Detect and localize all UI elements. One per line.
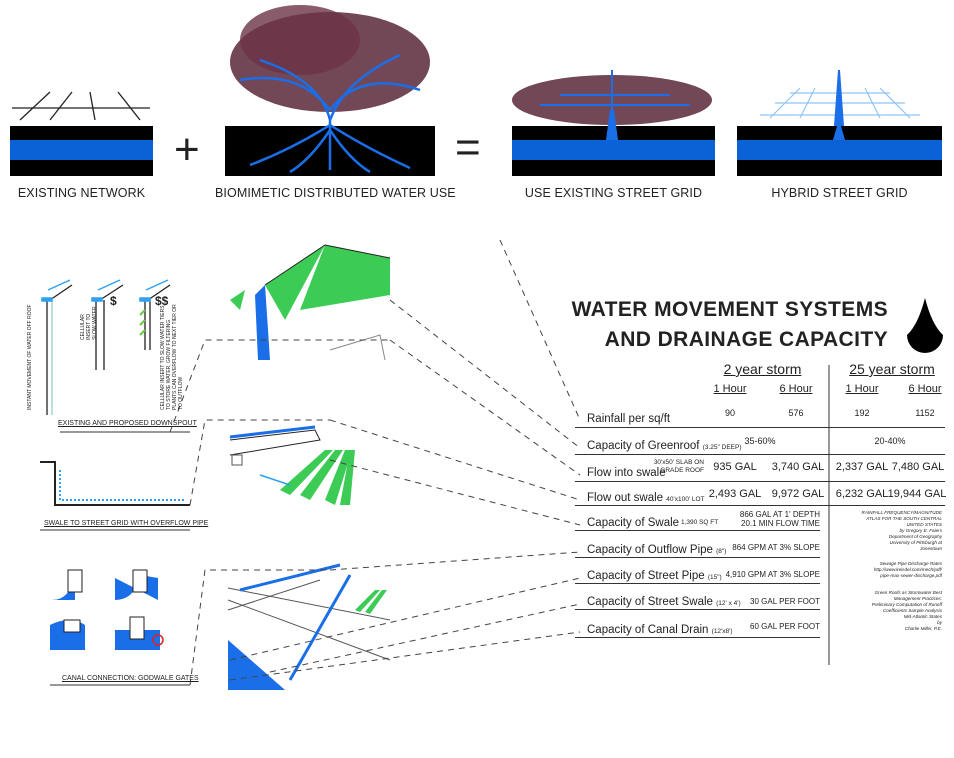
cell: 6,232 GAL [835,488,889,500]
header-2-year-storm: 2 year storm [723,361,802,377]
cell: 1152 [915,408,935,418]
row-label: Capacity of Street Swale [587,596,713,608]
row-note: (3.25" DEEP) [702,444,742,451]
swale-street-drawing [229,425,355,505]
cell: 864 GPM AT 3% SLOPE [732,543,820,552]
dashed-leader-lines [169,239,581,686]
row-note: 40'x100' LOT [666,496,705,503]
cell: 30 GAL PER FOOT [750,597,820,606]
row-label: Capacity of Outflow Pipe [587,544,713,556]
header-duration: 6 Hour [779,383,813,395]
title-line-2: AND DRAINAGE CAPACITY [604,328,888,351]
row-note: 1,390 SQ FT [681,519,719,526]
header-duration: 6 Hour [908,383,942,395]
cell: 2,493 GAL [708,488,762,500]
existing-network-panel [10,91,153,176]
swale-drawing [40,461,190,531]
downspout-note: INSTANT MOVEMENT OF WATER OFF ROOF [27,304,33,410]
cell: 4,910 GPM AT 3% SLOPE [725,570,820,579]
greenroof-drawing [230,244,391,361]
row-note: (8") [716,548,727,555]
swale-caption: SWALE TO STREET GRID WITH OVERFLOW PIPE [44,520,209,527]
row-note: 30'x50' SLAB ON GRADE ROOF [653,459,704,474]
row-label: Capacity of Canal Drain [587,624,709,636]
row-label: Capacity of Greenroof [587,440,700,452]
row-note: (15") [707,574,722,581]
caption-hybrid-street-grid: HYBRID STREET GRID [771,186,908,200]
caption-existing-street-grid: USE EXISTING STREET GRID [524,186,703,200]
cost-mark: $ [110,294,117,308]
citation: RAINFALL FREQUENCY/MAGNITUDE ATLAS FOR T… [861,510,943,551]
cell: 7,480 GAL [891,461,945,473]
cell: 935 GAL [713,461,757,473]
cell: 20-40% [874,436,906,446]
downspout-caption: EXISTING AND PROPOSED DOWNSPOUT [58,420,197,427]
canal-caption: CANAL CONNECTION: GODWALE GATES [62,675,199,682]
canal-gates-drawing [50,569,190,686]
row-note: (12' x 4') [716,600,741,607]
row-label: Flow out swale [587,492,664,504]
cell: 20.1 MIN FLOW TIME [741,519,820,528]
title-line-1: WATER MOVEMENT SYSTEMS [571,298,888,321]
cell: 192 [854,408,870,418]
water-drop-icon [907,298,943,353]
row-label: Flow into swale [587,467,666,479]
cell: 60 GAL PER FOOT [750,622,820,631]
row-note: (12'x8') [711,628,733,635]
cost-mark: $$ [155,294,169,308]
caption-biomimetic: BIOMIMETIC DISTRIBUTED WATER USE [215,186,456,200]
hybrid-street-grid-panel [737,70,942,176]
cell: 3,740 GAL [771,461,825,473]
header-25-year-storm: 25 year storm [849,361,935,377]
cell: 2,337 GAL [835,461,889,473]
row-label: Capacity of Street Pipe [587,570,705,582]
cell: 576 [788,408,804,418]
downspout-drawings [46,284,171,415]
row-label: Capacity of Swale [587,517,680,529]
citation: Sewage Pipe Discharge Rates http://www.k… [873,561,942,578]
biomimetic-tree-panel [225,5,435,176]
cell: 19,944 GAL [887,488,947,500]
cell: 866 GAL AT 1' DEPTH [739,510,820,519]
header-duration: 1 Hour [845,383,879,395]
street-grid-drawing [227,563,391,690]
existing-street-grid-panel [512,70,715,176]
cell: 35-60% [744,436,776,446]
equals-sign: = [455,123,481,172]
cell: 9,972 GAL [771,488,825,500]
plus-sign: + [174,125,200,174]
header-duration: 1 Hour [713,383,747,395]
caption-existing-network: EXISTING NETWORK [17,186,146,200]
citation: Green Roofs as Stormwater Best Managemen… [871,590,942,631]
cell: 90 [724,408,735,418]
row-label: Rainfall per sq/ft [587,413,671,425]
